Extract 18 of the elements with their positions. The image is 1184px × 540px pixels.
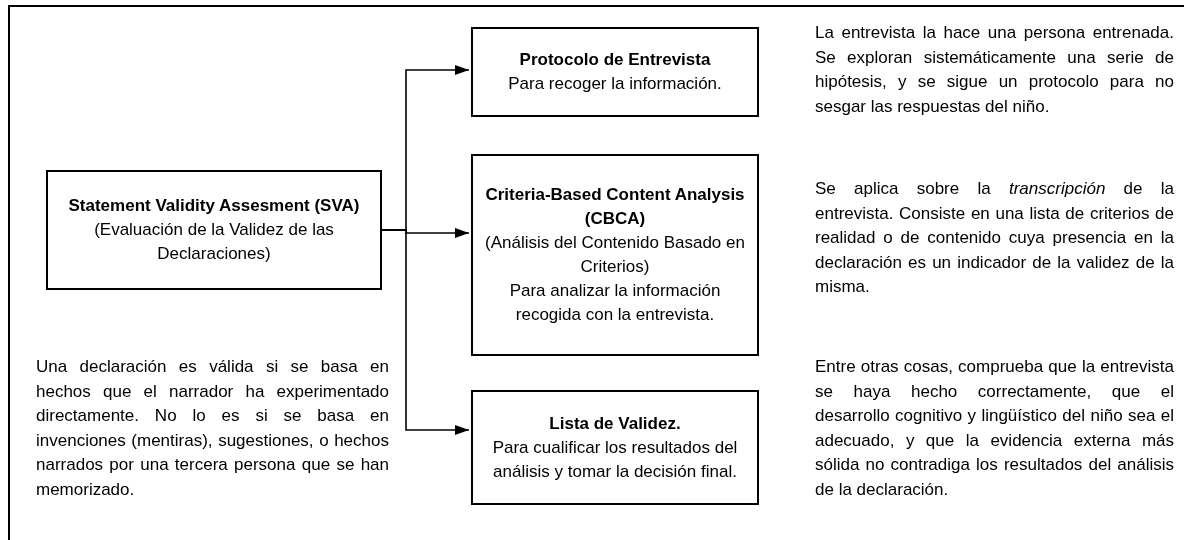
box-title: Criteria-Based Content Analysis (CBCA) bbox=[485, 184, 745, 230]
box-title: Lista de Validez. bbox=[549, 412, 681, 435]
box-title: Protocolo de Entrevista bbox=[519, 49, 711, 71]
arrow bbox=[381, 229, 470, 435]
description-text: Entre otras cosas, comprueba que la entrevista se haya hecho correctamente, que el desarrollo cognitivo y lingüístico del niño sea el adecuado, y que la evidencia externa más sólida no contradiga los resultados del análisis de la declaración. bbox=[815, 356, 1174, 501]
box-text: Para recoger la información. bbox=[508, 73, 722, 95]
process-box bbox=[471, 27, 759, 117]
process-box bbox=[46, 170, 382, 290]
description-text: La entrevista la hace una persona entrenada. Se exploran sistemáticamente una serie de hipótesis, y se sigue un protocolo para no sesgar las respuestas del niño. bbox=[815, 22, 1174, 118]
process-box bbox=[471, 154, 759, 356]
box-text: (Evaluación de la Validez de las Declaraciones) bbox=[93, 219, 335, 265]
box-text: (Análisis del Contenido Basado en Criterios) bbox=[485, 232, 745, 278]
description-text: Se aplica sobre la transcripción de la entrevista. Consiste en una lista de criterios de realidad o de contenido cuya presencia en la declaración es un indicador de la validez de la misma. bbox=[815, 178, 1174, 298]
box-text: Para cualificar los resultados del análisis y tomar la decisión final. bbox=[491, 436, 739, 483]
process-box bbox=[471, 390, 759, 505]
description-text: Una declaración es válida si se basa en hechos que el narrador ha experimentado directamente. No lo es si se basa en invenciones (mentiras), sugestiones, o hechos narrados por una tercera persona que se han memorizado. bbox=[36, 356, 389, 501]
box-title: Statement Validity Assesment (SVA) bbox=[68, 195, 360, 217]
box-text: Para analizar la información recogida con la entrevista. bbox=[508, 280, 722, 326]
